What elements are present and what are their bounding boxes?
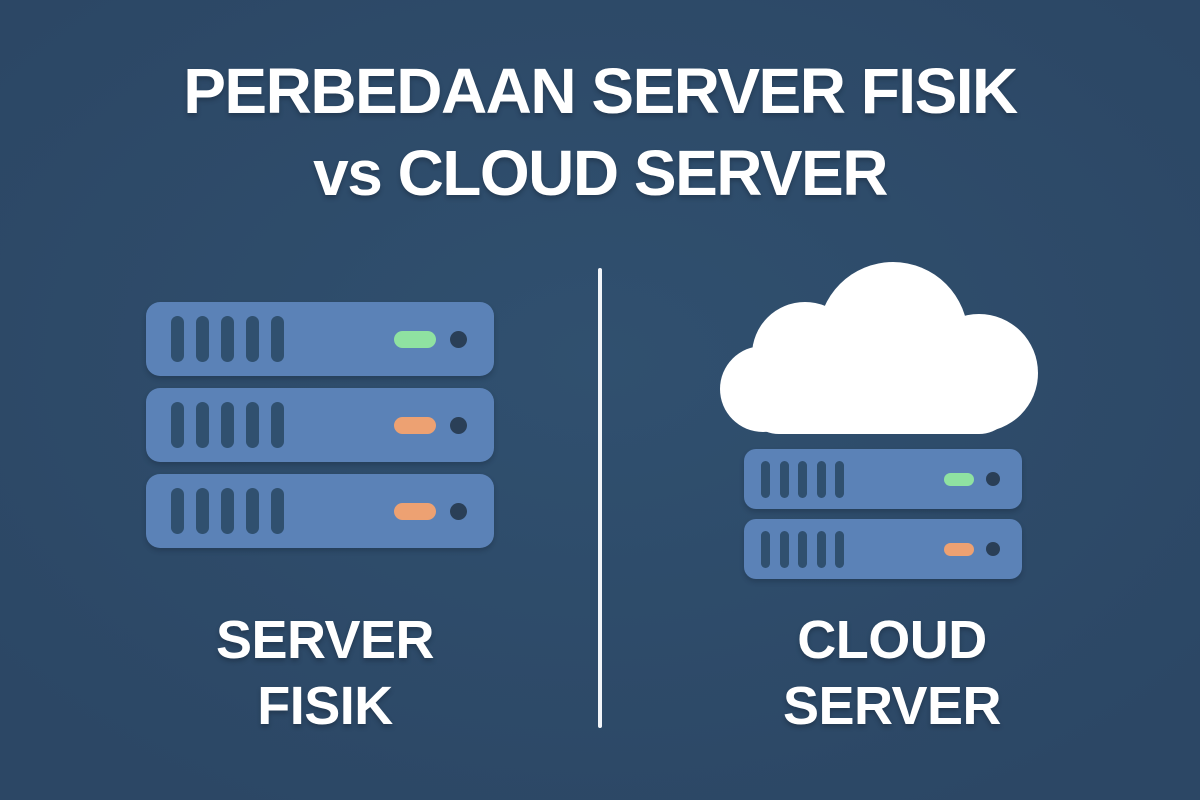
vent-slot — [221, 488, 234, 534]
vent-slot — [271, 402, 284, 448]
status-led-orange — [394, 416, 436, 434]
vent-slot — [835, 460, 844, 498]
title-line-2: vs CLOUD SERVER — [313, 137, 888, 209]
vent-slot — [798, 530, 807, 568]
vent-slot — [816, 460, 826, 498]
status-led-orange — [944, 542, 974, 556]
cloud-server-label: CLOUD SERVER — [692, 607, 1092, 739]
vent-slot — [816, 530, 826, 568]
page-title: PERBEDAAN SERVER FISIK vs CLOUD SERVER — [0, 50, 1200, 214]
cloud-icon — [720, 262, 1038, 434]
label-line: CLOUD — [797, 610, 987, 670]
vent-slot — [246, 488, 259, 534]
rack-vent-slots — [761, 460, 844, 498]
power-button-icon — [450, 330, 467, 348]
vent-slot — [271, 316, 284, 362]
title-line-1: PERBEDAAN SERVER FISIK — [183, 55, 1018, 127]
vent-slot — [761, 530, 770, 568]
vent-slot — [779, 530, 789, 568]
label-line: SERVER — [215, 610, 435, 670]
physical-server-label: SERVER FISIK — [125, 607, 525, 739]
vent-slot — [171, 316, 184, 362]
physical-server-racks — [146, 302, 494, 548]
power-button-icon — [450, 416, 467, 434]
vent-slot — [246, 402, 259, 448]
vent-slot — [196, 488, 209, 534]
vent-slot — [171, 488, 184, 534]
vertical-divider — [598, 268, 602, 728]
status-led-orange — [394, 502, 436, 520]
status-led-green — [944, 472, 974, 486]
vent-slot — [246, 316, 259, 362]
vent-slot — [271, 488, 284, 534]
power-button-icon — [450, 502, 467, 520]
vent-slot — [779, 460, 789, 498]
physical-server-rack — [146, 302, 494, 376]
vent-slot — [196, 316, 209, 362]
vent-slot — [171, 402, 184, 448]
cloud-base — [744, 364, 1014, 434]
status-led-green — [394, 330, 436, 348]
rack-vent-slots — [171, 488, 284, 534]
vent-slot — [221, 316, 234, 362]
rack-vent-slots — [761, 530, 844, 568]
power-button-icon — [986, 472, 1000, 486]
cloud-server-rack — [744, 519, 1022, 579]
vent-slot — [798, 460, 807, 498]
rack-vent-slots — [171, 316, 284, 362]
rack-vent-slots — [171, 402, 284, 448]
vent-slot — [835, 530, 844, 568]
vent-slot — [221, 402, 234, 448]
label-line: FISIK — [257, 676, 393, 736]
physical-server-rack — [146, 388, 494, 462]
power-button-icon — [986, 542, 1000, 556]
vent-slot — [196, 402, 209, 448]
cloud-server-racks — [744, 449, 1022, 579]
vent-slot — [761, 460, 770, 498]
physical-server-rack — [146, 474, 494, 548]
cloud-server-rack — [744, 449, 1022, 509]
label-line: SERVER — [782, 676, 1002, 736]
